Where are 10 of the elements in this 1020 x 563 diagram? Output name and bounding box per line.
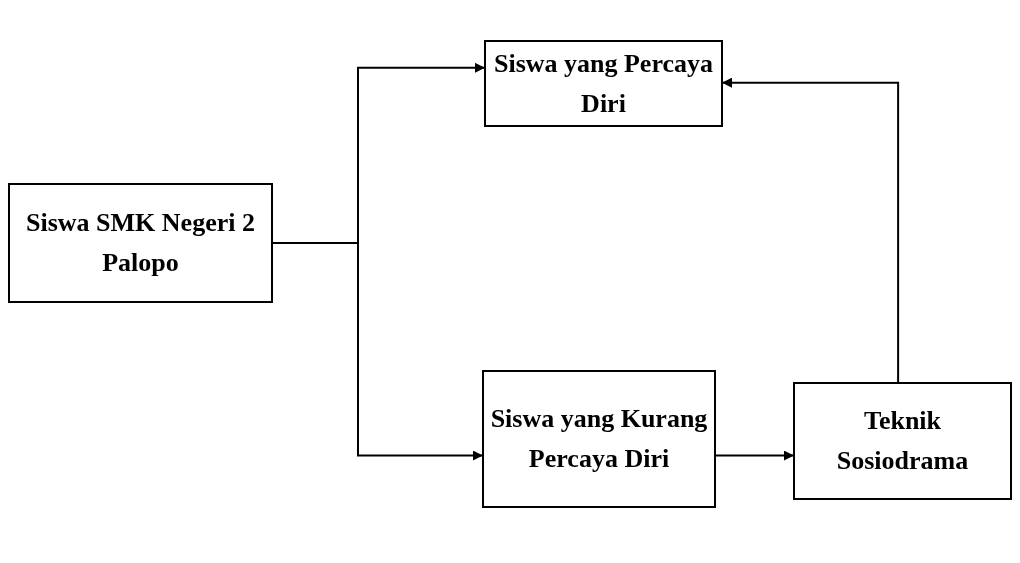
box-label: Siswa SMK Negeri 2 Palopo: [25, 207, 256, 279]
process-box: [8, 183, 273, 303]
process-box: [484, 40, 723, 127]
arrow: [722, 77, 900, 383]
process-box: [793, 382, 1012, 500]
arrow: [715, 450, 794, 461]
box-label: Siswa yang Percaya Diri: [492, 47, 715, 120]
box-label: Teknik Sosiodrama: [835, 405, 970, 477]
process-box: [482, 370, 716, 508]
box-label: Siswa yang Kurang Percaya Diri: [489, 403, 709, 475]
